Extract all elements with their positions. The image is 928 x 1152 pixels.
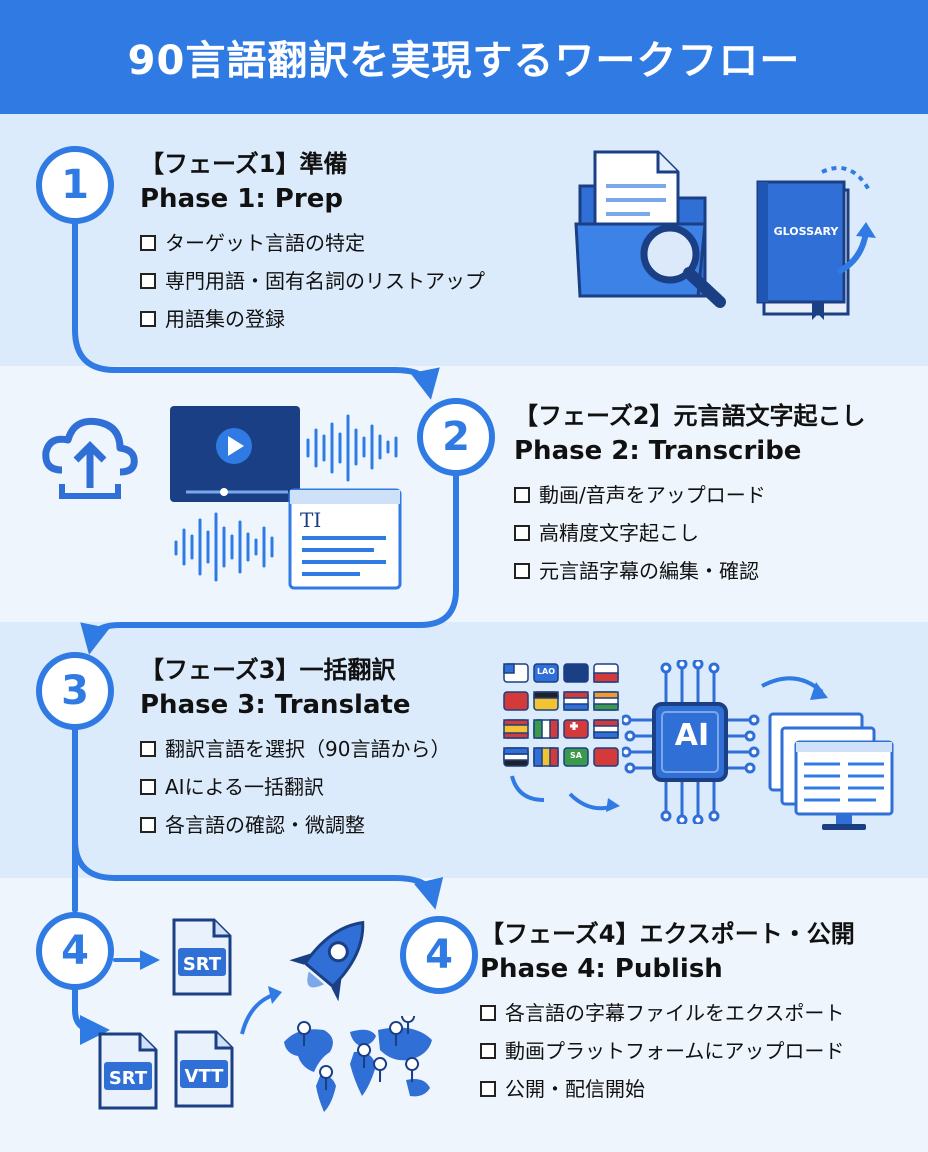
- srt-label: SRT: [108, 1068, 148, 1089]
- step-circle-2: 2: [417, 398, 495, 476]
- checklist-item: 動画/音声をアップロード: [514, 476, 866, 514]
- header: 90言語翻訳を実現するワークフロー: [0, 0, 928, 114]
- text-tool-label: TI: [300, 508, 322, 532]
- phase1-title-en: Phase 1: Prep: [140, 184, 343, 214]
- checklist-item: 翻訳言語を選択（90言語から）: [140, 730, 450, 768]
- step-circle-1: 1: [36, 146, 114, 224]
- folder-search-icon: [574, 150, 726, 308]
- page-title: 90言語翻訳を実現するワークフロー: [127, 38, 801, 84]
- checklist-item: AIによる一括翻訳: [140, 768, 450, 806]
- phase3-title-ja: 【フェーズ3】一括翻訳: [140, 656, 396, 684]
- phase2-text: 【フェーズ2】元言語文字起こし Phase 2: Transcribe 動画/音…: [514, 400, 866, 590]
- phase3-title-en: Phase 3: Translate: [140, 690, 411, 720]
- flag-lao-label: LAO: [536, 667, 556, 676]
- glossary-book-icon: [756, 166, 876, 320]
- checklist-item: 公開・配信開始: [480, 1070, 855, 1108]
- phase4-checklist: 各言語の字幕ファイルをエクスポート 動画プラットフォームにアップロード 公開・配…: [480, 994, 855, 1108]
- checklist-item: 元言語字幕の編集・確認: [514, 552, 866, 590]
- phase2-title-en: Phase 2: Transcribe: [514, 436, 802, 466]
- checklist-item: 各言語の字幕ファイルをエクスポート: [480, 994, 855, 1032]
- phase4-title-ja: 【フェーズ4】エクスポート・公開: [480, 920, 855, 948]
- checklist-item: 用語集の登録: [140, 300, 485, 338]
- phase1-title-ja: 【フェーズ1】準備: [140, 150, 348, 178]
- checkbox-icon: [514, 525, 530, 541]
- step-circle-4b: 4: [400, 916, 478, 994]
- checkbox-icon: [480, 1005, 496, 1021]
- flag-saudi-label: SA: [570, 751, 582, 760]
- checkbox-icon: [514, 487, 530, 503]
- srt-label: SRT: [182, 954, 222, 975]
- rocket-launch-icon: [240, 920, 365, 1035]
- language-flags-icon: [503, 663, 620, 812]
- srt-file-icon: [98, 1032, 158, 1110]
- checklist-item: 高精度文字起こし: [514, 514, 866, 552]
- phase2-title-ja: 【フェーズ2】元言語文字起こし: [514, 402, 866, 430]
- translated-documents-icon: [761, 676, 894, 830]
- checklist-item: 動画プラットフォームにアップロード: [480, 1032, 855, 1070]
- checklist-item: 各言語の確認・微調整: [140, 806, 450, 844]
- step-circle-4a: 4: [36, 912, 114, 990]
- checkbox-icon: [140, 741, 156, 757]
- checklist-item: 専門用語・固有名詞のリストアップ: [140, 262, 485, 300]
- checkbox-icon: [480, 1081, 496, 1097]
- world-map-icon: [284, 1016, 432, 1112]
- checkbox-icon: [140, 779, 156, 795]
- phase4-text: 【フェーズ4】エクスポート・公開 Phase 4: Publish 各言語の字幕…: [480, 918, 855, 1108]
- vtt-file-icon: [174, 1030, 234, 1108]
- phase3-checklist: 翻訳言語を選択（90言語から） AIによる一括翻訳 各言語の確認・微調整: [140, 730, 450, 844]
- video-transcribe-icon: [170, 406, 402, 590]
- checklist-item: ターゲット言語の特定: [140, 224, 485, 262]
- phase4-title-en: Phase 4: Publish: [480, 954, 723, 984]
- checkbox-icon: [140, 817, 156, 833]
- checkbox-icon: [140, 235, 156, 251]
- cloud-upload-icon: [42, 417, 138, 499]
- checkbox-icon: [140, 311, 156, 327]
- phase3-text: 【フェーズ3】一括翻訳 Phase 3: Translate 翻訳言語を選択（9…: [140, 654, 450, 844]
- phase1-checklist: ターゲット言語の特定 専門用語・固有名詞のリストアップ 用語集の登録: [140, 224, 485, 338]
- checkbox-icon: [514, 563, 530, 579]
- vtt-label: VTT: [184, 1066, 224, 1087]
- phase1-text: 【フェーズ1】準備 Phase 1: Prep ターゲット言語の特定 専門用語・…: [140, 148, 485, 338]
- glossary-label: GLOSSARY: [773, 225, 839, 238]
- ai-label: AI: [674, 718, 710, 753]
- phase2-checklist: 動画/音声をアップロード 高精度文字起こし 元言語字幕の編集・確認: [514, 476, 866, 590]
- step-circle-3: 3: [36, 652, 114, 730]
- srt-file-icon: [172, 918, 232, 996]
- ai-chip-icon: [622, 660, 760, 824]
- checkbox-icon: [140, 273, 156, 289]
- checkbox-icon: [480, 1043, 496, 1059]
